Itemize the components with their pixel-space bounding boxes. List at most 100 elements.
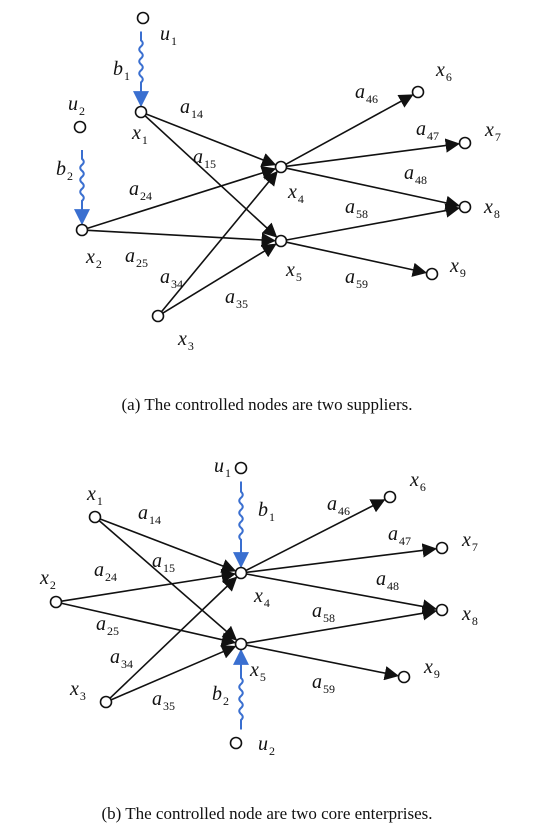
edge-x4-x6 [285, 94, 414, 166]
edge-label-14: a14 [180, 96, 203, 121]
control-label-2: b2 [212, 683, 229, 708]
node-label-x7: x7 [461, 529, 478, 554]
node-x8 [458, 200, 472, 214]
edge-label-34: a34 [110, 646, 133, 671]
edge-x3-x5 [110, 645, 237, 701]
node-u1 [234, 461, 248, 475]
node-label-x1: x1 [131, 122, 148, 147]
edge-x3-x5 [162, 243, 277, 314]
edge-x4-x7 [286, 138, 460, 168]
node-u2 [73, 120, 87, 134]
edge-label-24: a24 [129, 178, 152, 203]
edge-label-48: a48 [376, 568, 399, 593]
control-input-u1-x1 [133, 31, 149, 108]
edge-x5-x9 [246, 644, 400, 681]
edge-label-58: a58 [345, 196, 368, 221]
node-x9 [397, 670, 411, 684]
edge-label-59: a59 [345, 266, 368, 291]
node-x2 [75, 223, 89, 237]
node-label-x8: x8 [483, 196, 500, 221]
control-label-1: b1 [113, 58, 130, 83]
node-u2 [229, 736, 243, 750]
edge-label-34: a34 [160, 266, 183, 291]
node-x1 [134, 105, 148, 119]
edge-x1-x4 [99, 518, 237, 573]
node-label-u2: u2 [258, 733, 275, 758]
caption: (a) The controlled nodes are two supplie… [122, 395, 413, 414]
node-x6 [411, 85, 425, 99]
edge-x3-x4 [109, 576, 238, 699]
edge-label-46: a46 [355, 81, 378, 106]
edge-label-14: a14 [138, 502, 161, 527]
node-label-x7: x7 [484, 119, 501, 144]
edge-label-58: a58 [312, 600, 335, 625]
node-label-x8: x8 [461, 603, 478, 628]
edge-label-47: a47 [388, 523, 411, 548]
edge-x2-x5 [61, 602, 237, 647]
edge-label-48: a48 [404, 162, 427, 187]
node-label-x2: x2 [39, 567, 56, 592]
node-x6 [383, 490, 397, 504]
edge-x2-x4 [87, 166, 277, 230]
panel-b: a14 a15 a24 a25 a34 a35 a46 a47 a48 a58 a59 b1 b2 u1 u… [39, 455, 478, 823]
edge-x1-x4 [145, 113, 277, 167]
control-input-u2-x5 [233, 648, 249, 730]
control-input-u1-x4 [233, 481, 249, 569]
node-label-u1: u1 [160, 23, 177, 48]
edge-label-59: a59 [312, 671, 335, 696]
node-x7 [458, 136, 472, 150]
node-x5 [274, 234, 288, 248]
edge-x5-x8 [246, 606, 438, 644]
node-label-x5: x5 [285, 259, 302, 284]
node-label-x6: x6 [435, 59, 452, 84]
edge-x4-x8 [286, 167, 461, 210]
edge-x3-x4 [160, 170, 278, 313]
node-x4 [234, 566, 248, 580]
edge-label-24: a24 [94, 559, 117, 584]
node-label-x9: x9 [449, 255, 466, 280]
edge-label-46: a46 [327, 493, 350, 518]
node-label-x2: x2 [85, 246, 102, 271]
edge-x2-x4 [61, 568, 237, 602]
node-label-x4: x4 [287, 181, 304, 206]
edge-x5-x8 [286, 203, 461, 241]
edge-x4-x8 [246, 573, 438, 614]
panel-a: a14 a15 a24 a25 a34 a35 a46 a47 a48 a58 a59 b1 b2 u1 u… [56, 11, 501, 414]
node-label-x3: x3 [177, 328, 194, 353]
caption: (b) The controlled node are two core ent… [101, 804, 432, 823]
edge-x1-x5 [144, 115, 278, 238]
node-x3 [151, 309, 165, 323]
node-label-x4: x4 [253, 585, 270, 610]
node-x7 [435, 541, 449, 555]
edge-x4-x6 [245, 499, 386, 572]
node-x9 [425, 267, 439, 281]
edge-label-15: a15 [193, 146, 216, 171]
edge-x1-x5 [98, 520, 238, 641]
node-label-u2: u2 [68, 93, 85, 118]
node-label-x5: x5 [249, 659, 266, 684]
edge-label-35: a35 [152, 688, 175, 713]
node-label-x9: x9 [423, 656, 440, 681]
node-x2 [49, 595, 63, 609]
control-label-1: b1 [258, 499, 275, 524]
node-x1 [88, 510, 102, 524]
edge-label-15: a15 [152, 550, 175, 575]
node-x4 [274, 160, 288, 174]
edge-label-47: a47 [416, 118, 439, 143]
control-label-2: b2 [56, 158, 73, 183]
edge-x5-x9 [286, 241, 428, 277]
node-x3 [99, 695, 113, 709]
node-label-u1: u1 [214, 455, 231, 480]
edge-x4-x7 [246, 543, 437, 574]
node-u1 [136, 11, 150, 25]
edge-x2-x5 [87, 229, 276, 248]
node-label-x6: x6 [409, 469, 426, 494]
edge-label-35: a35 [225, 286, 248, 311]
control-input-u2-x2 [74, 150, 90, 226]
node-label-x3: x3 [69, 678, 86, 703]
node-x8 [435, 603, 449, 617]
edge-label-25: a25 [96, 613, 119, 638]
edge-label-25: a25 [125, 245, 148, 270]
node-x5 [234, 637, 248, 651]
